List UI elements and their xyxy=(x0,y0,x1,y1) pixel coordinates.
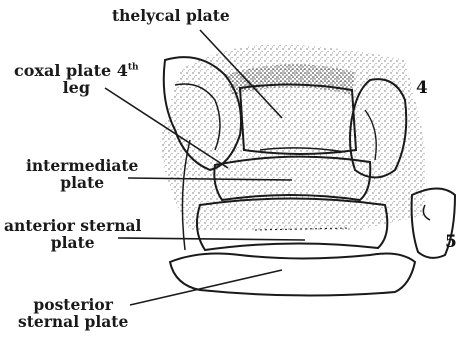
label-intermediate-plate: intermediate plate xyxy=(26,158,138,191)
label-anterior-sternal-plate: anterior sternal plate xyxy=(4,218,141,251)
leg-number-4: 4 xyxy=(416,78,428,98)
label-coxal-line1: coxal plate 4 xyxy=(14,61,128,80)
label-thelycal-plate: thelycal plate xyxy=(112,8,230,25)
label-intermediate-line2: plate xyxy=(60,173,104,192)
label-coxal-sup: th xyxy=(128,63,139,73)
label-coxal-line2: leg xyxy=(63,78,90,97)
label-coxal-plate: coxal plate 4th leg xyxy=(14,62,139,97)
leader-posterior-sternal-plate xyxy=(130,270,282,305)
label-anterior-line2: plate xyxy=(51,233,95,252)
label-posterior-sternal-plate: posterior sternal plate xyxy=(18,297,128,330)
posterior-sternal-plate-outline xyxy=(170,254,415,296)
leg-number-5: 5 xyxy=(445,232,457,252)
label-posterior-line2: sternal plate xyxy=(18,312,128,331)
leader-anterior-sternal-plate xyxy=(118,238,305,240)
label-thelycal-plate-text: thelycal plate xyxy=(112,6,230,25)
